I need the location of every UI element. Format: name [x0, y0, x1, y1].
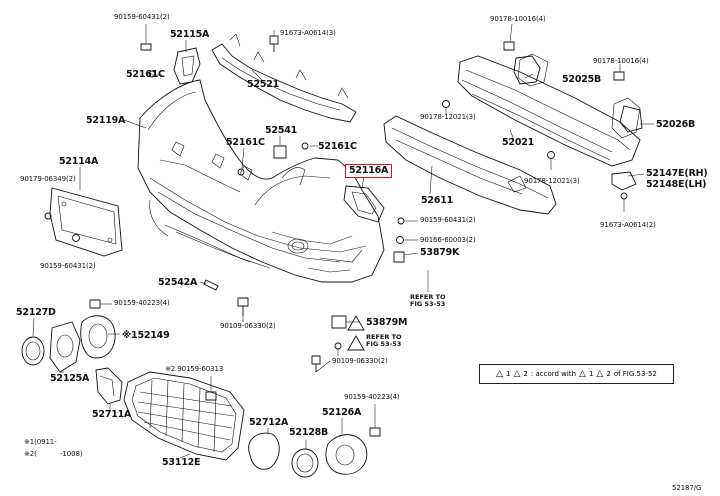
legend-mark-2: 2	[523, 370, 528, 378]
warning-triangle-icon: △	[579, 369, 586, 379]
label-90166-60003[interactable]: 90166-60003(2)	[420, 236, 476, 244]
fog-covers	[21, 315, 368, 478]
reinforcement-brackets	[513, 55, 643, 191]
warning-marks	[347, 315, 365, 351]
legend-mark-1: 1	[506, 370, 511, 378]
label-90159-60313[interactable]: ※2 90159-60313	[165, 365, 224, 373]
label-52026B[interactable]: 52026B	[656, 119, 696, 130]
ref-fig-53-53-b: REFER TO FIG 53-53	[366, 333, 402, 349]
figure-code: 52187/G	[672, 484, 702, 492]
label-52147E-RH[interactable]: 52147E(RH)	[646, 168, 708, 179]
label-52127D[interactable]: 52127D	[16, 307, 56, 318]
label-53879M[interactable]: 53879M	[366, 317, 408, 328]
legend-mark-3: 1	[588, 370, 594, 378]
legend-text-accord: : accord with	[530, 370, 577, 378]
label-90178-10016-a[interactable]: 90178-10016(4)	[490, 15, 546, 23]
label-90109-06330-a[interactable]: 90109-06330(2)	[220, 322, 276, 330]
legend-note-box: △1 △2 : accord with △1 △2 of FIG.53-52	[479, 364, 674, 384]
label-52119A[interactable]: 52119A	[86, 115, 126, 126]
label-90159-60431-b[interactable]: 90159-60431(2)	[420, 216, 476, 224]
label-91673-A0614-3[interactable]: 91673-A0614(3)	[280, 29, 336, 37]
radiator-grille	[123, 371, 245, 461]
note-2-date-start: ※2(	[24, 450, 37, 458]
side-retainer-52116	[343, 185, 385, 223]
upper-retainer	[211, 33, 357, 123]
label-53879K[interactable]: 53879K	[420, 247, 460, 258]
label-52126A[interactable]: 52126A	[322, 407, 362, 418]
ref-a-line1: REFER TO	[410, 293, 446, 301]
label-90159-60431-a[interactable]: 90159-60431(2)	[114, 13, 170, 21]
ref-b-line2: FIG 53-53	[366, 340, 402, 349]
label-90109-06330-b[interactable]: 90109-06330(2)	[332, 357, 388, 365]
label-52115A[interactable]: 52115A	[170, 29, 210, 40]
label-52161C-b[interactable]: 52161C	[226, 137, 265, 148]
label-52542A[interactable]: 52542A	[158, 277, 198, 288]
fasteners	[44, 35, 628, 437]
legend-mark-4: 2	[606, 370, 611, 378]
ref-fig-53-53-a: REFER TO FIG 53-53	[410, 293, 446, 309]
label-90178-12021-b[interactable]: 90178-12021(3)	[524, 177, 580, 185]
label-52161C-c[interactable]: 52161C	[318, 141, 357, 152]
leader-lines	[32, 23, 654, 459]
label-52711A[interactable]: 52711A	[92, 409, 132, 420]
label-52128B[interactable]: 52128B	[289, 427, 329, 438]
note-2-date-end: -1008)	[60, 450, 83, 458]
label-52611[interactable]: 52611	[421, 195, 454, 206]
ref-a-line2: FIG 53-53	[410, 300, 446, 309]
warning-triangle-icon: △	[496, 369, 504, 379]
bumper-cover	[137, 79, 385, 283]
label-52025B[interactable]: 52025B	[562, 74, 602, 85]
warning-triangle-icon: △	[513, 369, 521, 379]
label-52521[interactable]: 52521	[247, 79, 280, 90]
label-52116A-highlighted[interactable]: 52116A	[345, 164, 393, 178]
label-91673-A0614-2[interactable]: 91673-A0614(2)	[600, 221, 656, 229]
ref-b-line1: REFER TO	[366, 333, 402, 341]
license-bracket	[49, 187, 123, 257]
energy-absorber	[383, 115, 557, 215]
label-90179-06349[interactable]: 90179-06349(2)	[20, 175, 76, 183]
label-90178-12021-a[interactable]: 90178-12021(3)	[420, 113, 476, 121]
label-152149[interactable]: ※152149	[122, 330, 170, 341]
retainer-52115	[173, 47, 201, 85]
label-52712A[interactable]: 52712A	[249, 417, 289, 428]
note-1-date-range: ※1(0911-	[24, 438, 57, 446]
label-52114A[interactable]: 52114A	[59, 156, 99, 167]
legend-text-fig: of FIG.53-52	[613, 370, 657, 378]
label-52148E-LH[interactable]: 52148E(LH)	[646, 179, 707, 190]
label-53112E[interactable]: 53112E	[162, 457, 201, 468]
label-90159-60431-c[interactable]: 90159-60431(2)	[40, 262, 96, 270]
label-52021[interactable]: 52021	[502, 137, 535, 148]
label-90159-40223-b[interactable]: 90159-40223(4)	[344, 393, 400, 401]
label-52161C-a[interactable]: 52161C	[126, 69, 165, 80]
bumper-reinforcement	[457, 53, 641, 167]
label-90159-40223-a[interactable]: 90159-40223(4)	[114, 299, 170, 307]
warning-triangle-icon: △	[596, 369, 604, 379]
label-52541[interactable]: 52541	[265, 125, 298, 136]
label-90178-10016-b[interactable]: 90178-10016(4)	[593, 57, 649, 65]
label-52125A[interactable]: 52125A	[50, 373, 90, 384]
